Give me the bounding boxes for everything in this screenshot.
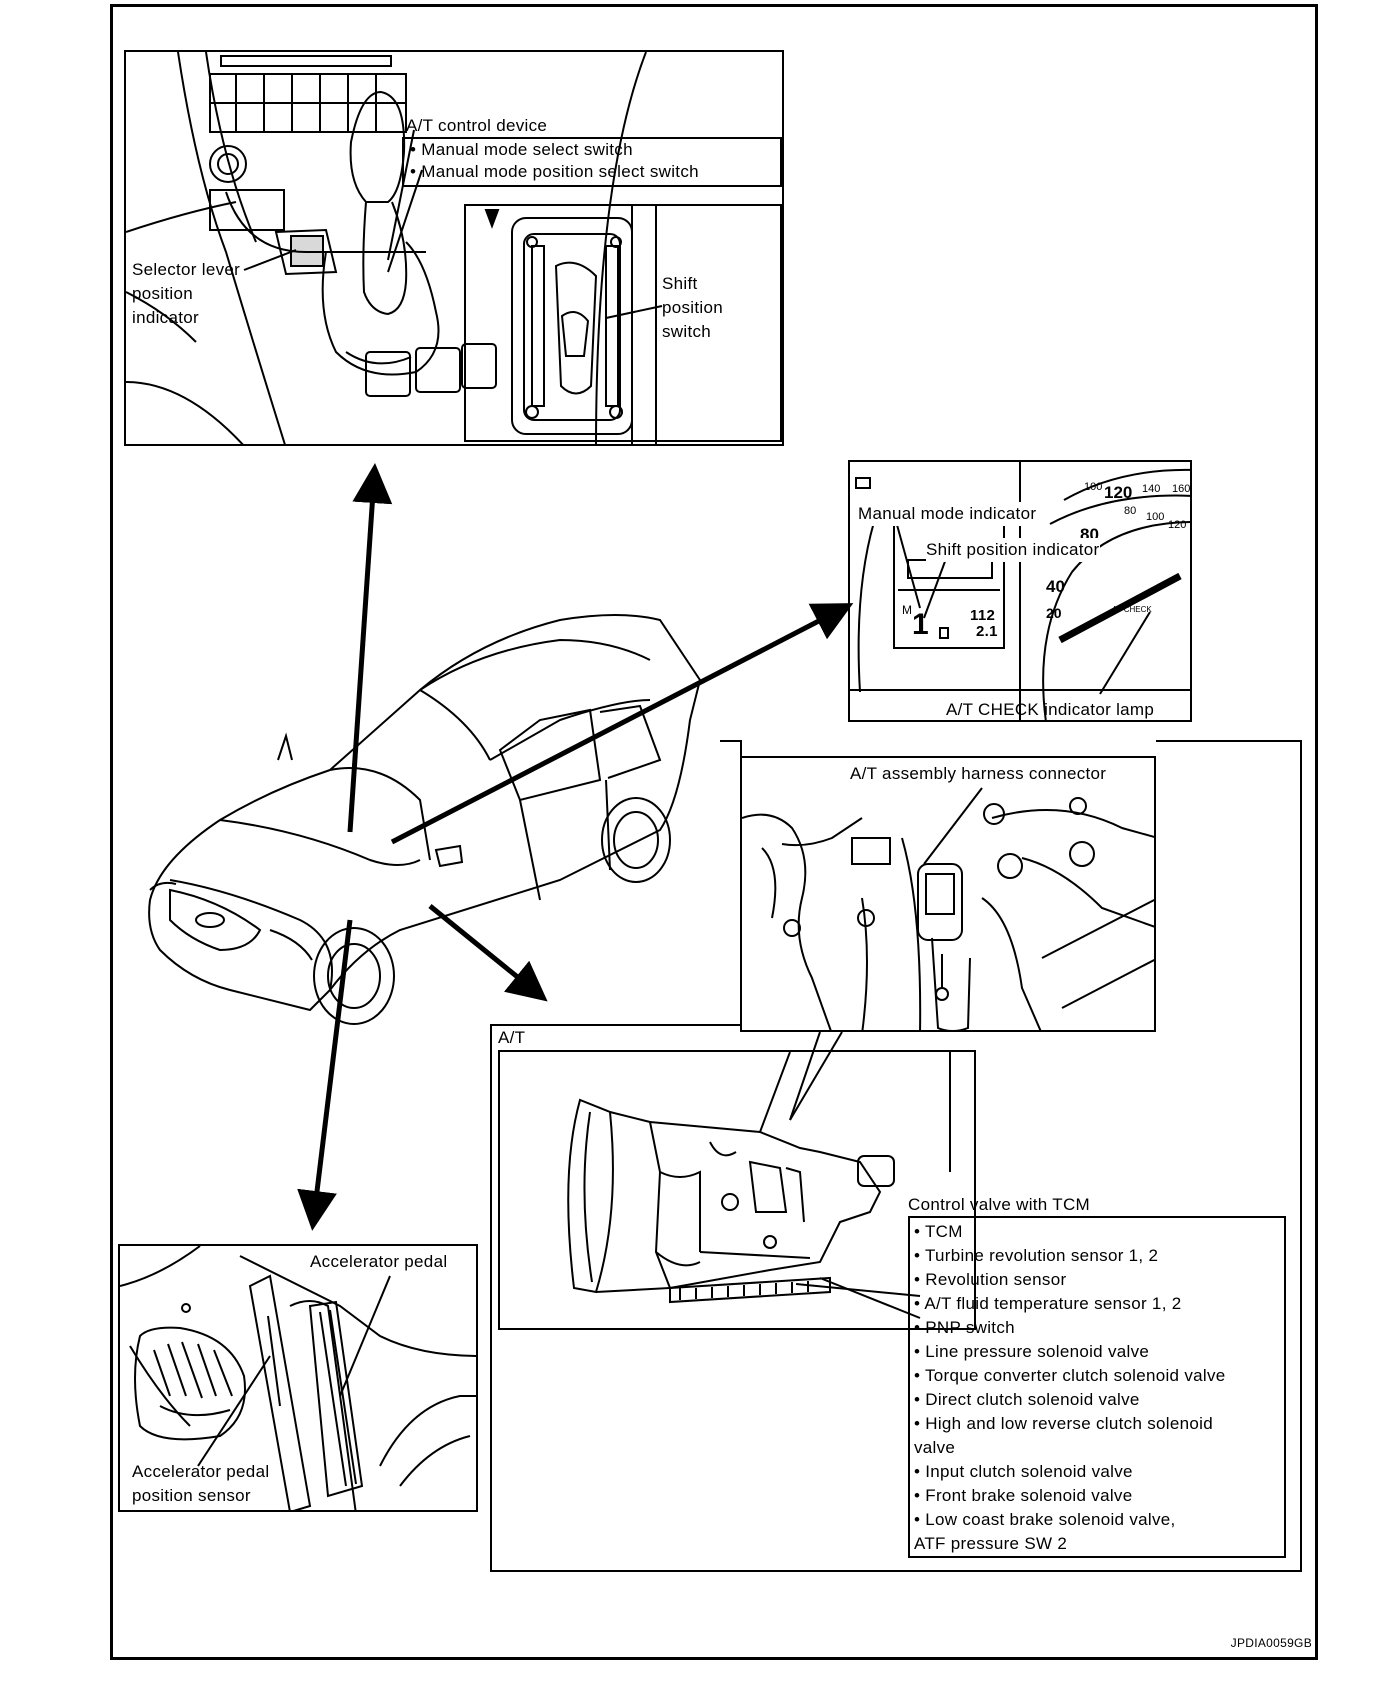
accelerator-pedal-panel: Accelerator pedal Accelerator pedal posi…	[118, 1244, 478, 1512]
control-device-item: • Manual mode select switch	[410, 140, 633, 159]
tacho-tick-label: 40	[1046, 577, 1065, 596]
shift-lever-panel: Shift position switch A/T control device…	[124, 50, 784, 446]
selector-lever-label: Selector lever position indicator	[132, 260, 241, 327]
shift-position-indicator-label: Shift position indicator	[926, 538, 1100, 562]
valve-list-item: • Revolution sensor	[914, 1270, 1067, 1289]
check-lamp-glyph: AT CHECK	[1112, 605, 1152, 614]
odometer-top: 112	[970, 607, 996, 624]
at-title: A/T	[498, 1028, 526, 1047]
speedo-tick-label: 140	[1142, 483, 1160, 495]
valve-list-item: • PNP switch	[914, 1318, 1015, 1337]
speedo-tick-label: 160	[1172, 483, 1190, 495]
pedal-illustration	[120, 1246, 476, 1510]
valve-list-item: • Front brake solenoid valve	[914, 1486, 1133, 1505]
transmission-illustration	[567, 1052, 951, 1319]
tacho-tick-label: 100	[1146, 511, 1164, 523]
valve-list-item: • Torque converter clutch solenoid valve	[914, 1366, 1226, 1385]
shift-lever-illustration	[126, 52, 647, 444]
shift-switch-drawing	[484, 206, 663, 444]
at-panel-top-border	[490, 1024, 742, 1026]
speedo-tick-label: 120	[1104, 483, 1132, 502]
control-device-list: • Manual mode select switch • Manual mod…	[402, 137, 782, 187]
valve-list-item: • Low coast brake solenoid valve, ATF pr…	[914, 1510, 1176, 1553]
at-panel-right-top	[1156, 740, 1302, 742]
harness-connector-panel: A/T assembly harness connector	[740, 756, 1156, 1032]
harness-connector-label: A/T assembly harness connector	[850, 762, 1107, 786]
gear-number: 1	[912, 608, 929, 641]
tacho-tick-label: 120	[1168, 519, 1186, 531]
speedo-tick-label: 100	[1084, 481, 1102, 493]
at-header-line	[720, 740, 742, 742]
transmission-box	[498, 1050, 976, 1330]
control-device-title: A/T control device	[406, 116, 548, 135]
shift-switch-inset: Shift position switch	[464, 204, 782, 444]
accelerator-pedal-label: Accelerator pedal	[310, 1250, 448, 1274]
meter-to-at-vertical	[740, 740, 742, 758]
figure-id: JPDIA0059GB	[1230, 1636, 1312, 1650]
control-valve-list: • TCM • Turbine revolution sensor 1, 2 •…	[908, 1216, 1286, 1558]
valve-list-item: • Input clutch solenoid valve	[914, 1462, 1133, 1481]
valve-list-item: • Direct clutch solenoid valve	[914, 1390, 1140, 1409]
at-panel-bottom	[490, 1570, 1302, 1572]
at-check-lamp-label: A/T CHECK indicator lamp	[946, 700, 1155, 719]
valve-list-item: • TCM	[914, 1222, 963, 1241]
meter-illustration: 120 80 40 20 100 140 160 120 100 80 AT C…	[850, 462, 1190, 720]
valve-list-item: • Line pressure solenoid valve	[914, 1342, 1150, 1361]
manual-mode-indicator-label: Manual mode indicator	[858, 502, 1037, 526]
control-device-item: • Manual mode position select switch	[410, 162, 699, 181]
at-panel-right-side	[1300, 740, 1302, 1572]
combination-meter-panel: 120 80 40 20 100 140 160 120 100 80 AT C…	[848, 460, 1192, 722]
gear-mode-letter: M	[902, 603, 913, 617]
control-valve-title: Control valve with TCM	[908, 1195, 1091, 1214]
harness-illustration	[742, 787, 1154, 1030]
valve-list-item: • A/T fluid temperature sensor 1, 2	[914, 1294, 1182, 1313]
tacho-tick-label: 80	[1124, 505, 1136, 517]
valve-list-item: • Turbine revolution sensor 1, 2	[914, 1246, 1159, 1265]
tacho-tick-label: 20	[1046, 605, 1062, 621]
valve-list-item: • High and low reverse clutch solenoid v…	[914, 1414, 1213, 1457]
diagram-frame	[110, 4, 1318, 1660]
shift-position-switch-label: Shift position switch	[662, 274, 723, 341]
pedal-position-sensor-label: Accelerator pedal position sensor	[132, 1462, 270, 1505]
odometer-bottom: 2.1	[976, 623, 998, 640]
